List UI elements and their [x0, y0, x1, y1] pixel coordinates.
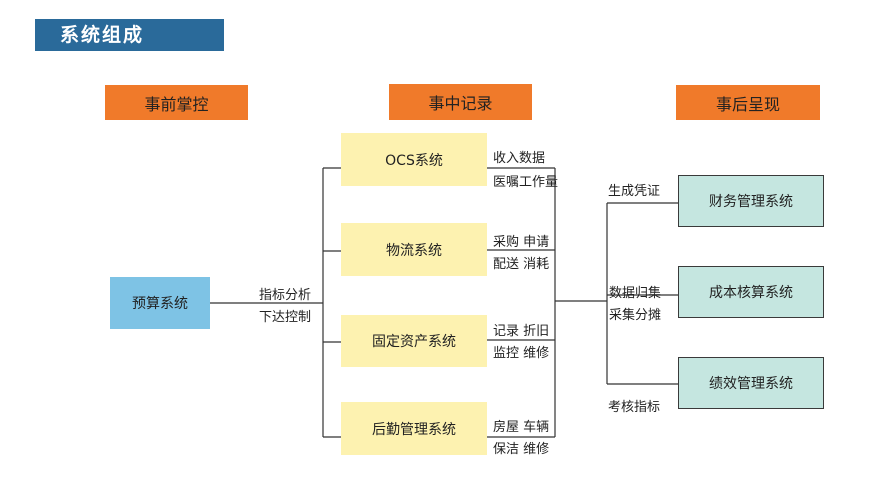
performance-note: 考核指标	[608, 400, 661, 415]
finance-note: 生成凭证	[608, 184, 661, 199]
budget-note-2: 下达控制	[259, 310, 312, 325]
logistics-mgmt-note-2: 保洁 维修	[493, 442, 550, 457]
header-during: 事中记录	[389, 84, 532, 120]
ocs-note-2: 医嘱工作量	[493, 175, 559, 190]
budget-note-1: 指标分析	[259, 288, 312, 303]
ocs-note-1: 收入数据	[493, 151, 546, 166]
logistics-mgmt-note-1: 房屋 车辆	[493, 420, 550, 435]
cost-accounting-system-box: 成本核算系统	[678, 266, 824, 318]
cost-note-1: 数据归集	[609, 286, 662, 301]
logistics-note-2: 配送 消耗	[493, 257, 550, 272]
cost-note-2: 采集分摊	[609, 308, 662, 323]
header-after: 事后呈现	[676, 85, 820, 120]
finance-system-box: 财务管理系统	[678, 175, 824, 227]
logistics-note-1: 采购 申请	[493, 235, 550, 250]
logistics-system-box: 物流系统	[341, 223, 487, 276]
budget-system-box: 预算系统	[110, 277, 210, 329]
logistics-mgmt-system-box: 后勤管理系统	[341, 402, 487, 455]
ocs-system-box: OCS系统	[341, 133, 487, 186]
fixed-asset-system-box: 固定资产系统	[341, 315, 487, 367]
header-before: 事前掌控	[105, 85, 248, 120]
performance-system-box: 绩效管理系统	[678, 357, 824, 409]
fixed-asset-note-1: 记录 折旧	[493, 324, 550, 339]
section-title: 系统组成	[35, 19, 224, 51]
fixed-asset-note-2: 监控 维修	[493, 346, 550, 361]
